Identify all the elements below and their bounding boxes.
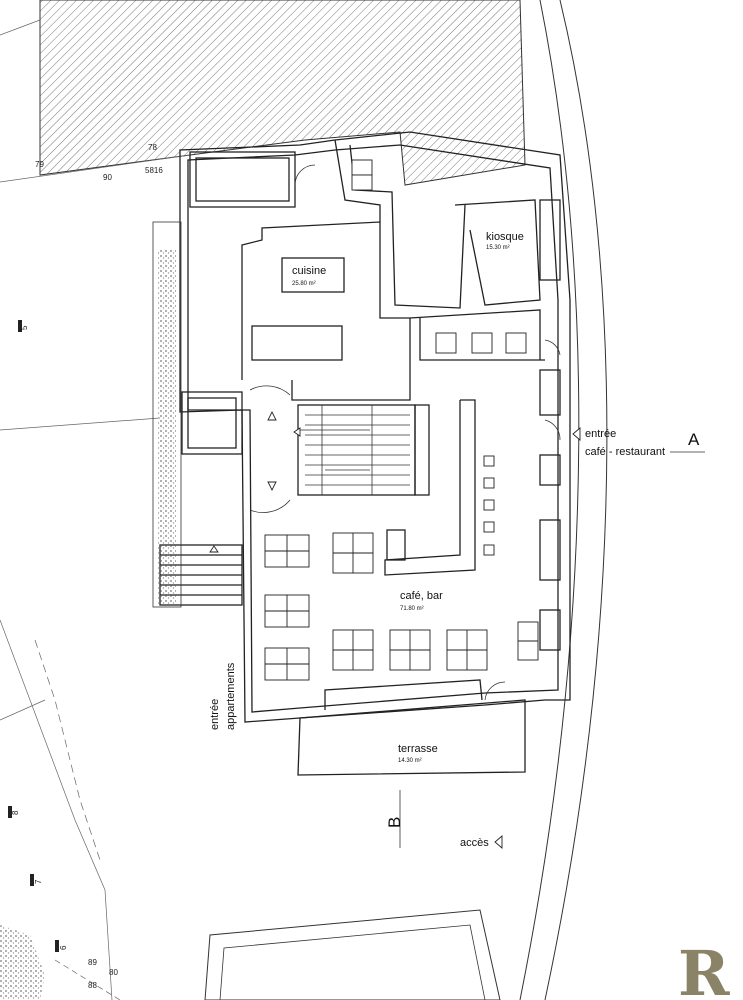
parcel-number: 8 — [11, 810, 20, 815]
entry-apartments-label-1: entrée — [209, 699, 221, 730]
parcel-number: 78 — [148, 143, 157, 152]
logo: R — [678, 937, 730, 1000]
entry-cafe-label-1: entrée — [585, 428, 616, 440]
entry-apartments-label-2: appartements — [225, 662, 237, 730]
room-area-terrace: 14.30 m² — [398, 758, 422, 764]
parcel-number: 5816 — [145, 166, 163, 175]
parcel-marker — [18, 320, 22, 332]
parcel-number: 79 — [35, 160, 44, 169]
road-edges — [519, 0, 608, 1000]
door-swings — [249, 164, 561, 701]
parcel-number: 5 — [20, 325, 29, 330]
room-area-cafe: 71.80 m² — [400, 606, 424, 612]
building-walls — [159, 131, 571, 776]
room-area-kiosk: 15.30 m² — [486, 245, 510, 251]
entry-cafe-label-2: café - restaurant — [585, 446, 665, 458]
stair-treads — [300, 405, 410, 495]
room-name-kitchen: cuisine — [292, 265, 326, 277]
parcel-marker — [30, 874, 34, 886]
neighbor-building-hatched — [39, 0, 526, 186]
room-name-cafe: café, bar — [400, 590, 443, 602]
parcel-number: 80 — [109, 968, 118, 977]
room-name-terrace: terrasse — [398, 743, 438, 755]
parcel-number: 6 — [59, 945, 68, 950]
parcel-number: 90 — [103, 173, 112, 182]
planter-hatch — [158, 250, 176, 605]
planter-strip — [152, 221, 182, 608]
parcel-marker — [55, 940, 59, 952]
parcel-number: 7 — [34, 879, 43, 884]
lower-building-outline — [204, 909, 501, 1000]
access-arrow — [494, 835, 503, 849]
room-area-kitchen: 25.80 m² — [292, 281, 316, 287]
arrow-markers — [209, 410, 581, 849]
parcel-number: 89 — [88, 958, 97, 967]
parcel-number: 88 — [88, 981, 97, 990]
access-label: accès — [460, 837, 489, 849]
vegetation-stipple — [0, 925, 45, 1000]
parcel-lines — [0, 19, 191, 1000]
entry-arrow — [572, 427, 581, 441]
section-b-label: B — [385, 817, 404, 828]
furniture — [264, 159, 539, 681]
section-a-label: A — [688, 430, 700, 449]
room-name-kiosk: kiosque — [486, 231, 524, 243]
parcel-marker — [8, 806, 12, 818]
